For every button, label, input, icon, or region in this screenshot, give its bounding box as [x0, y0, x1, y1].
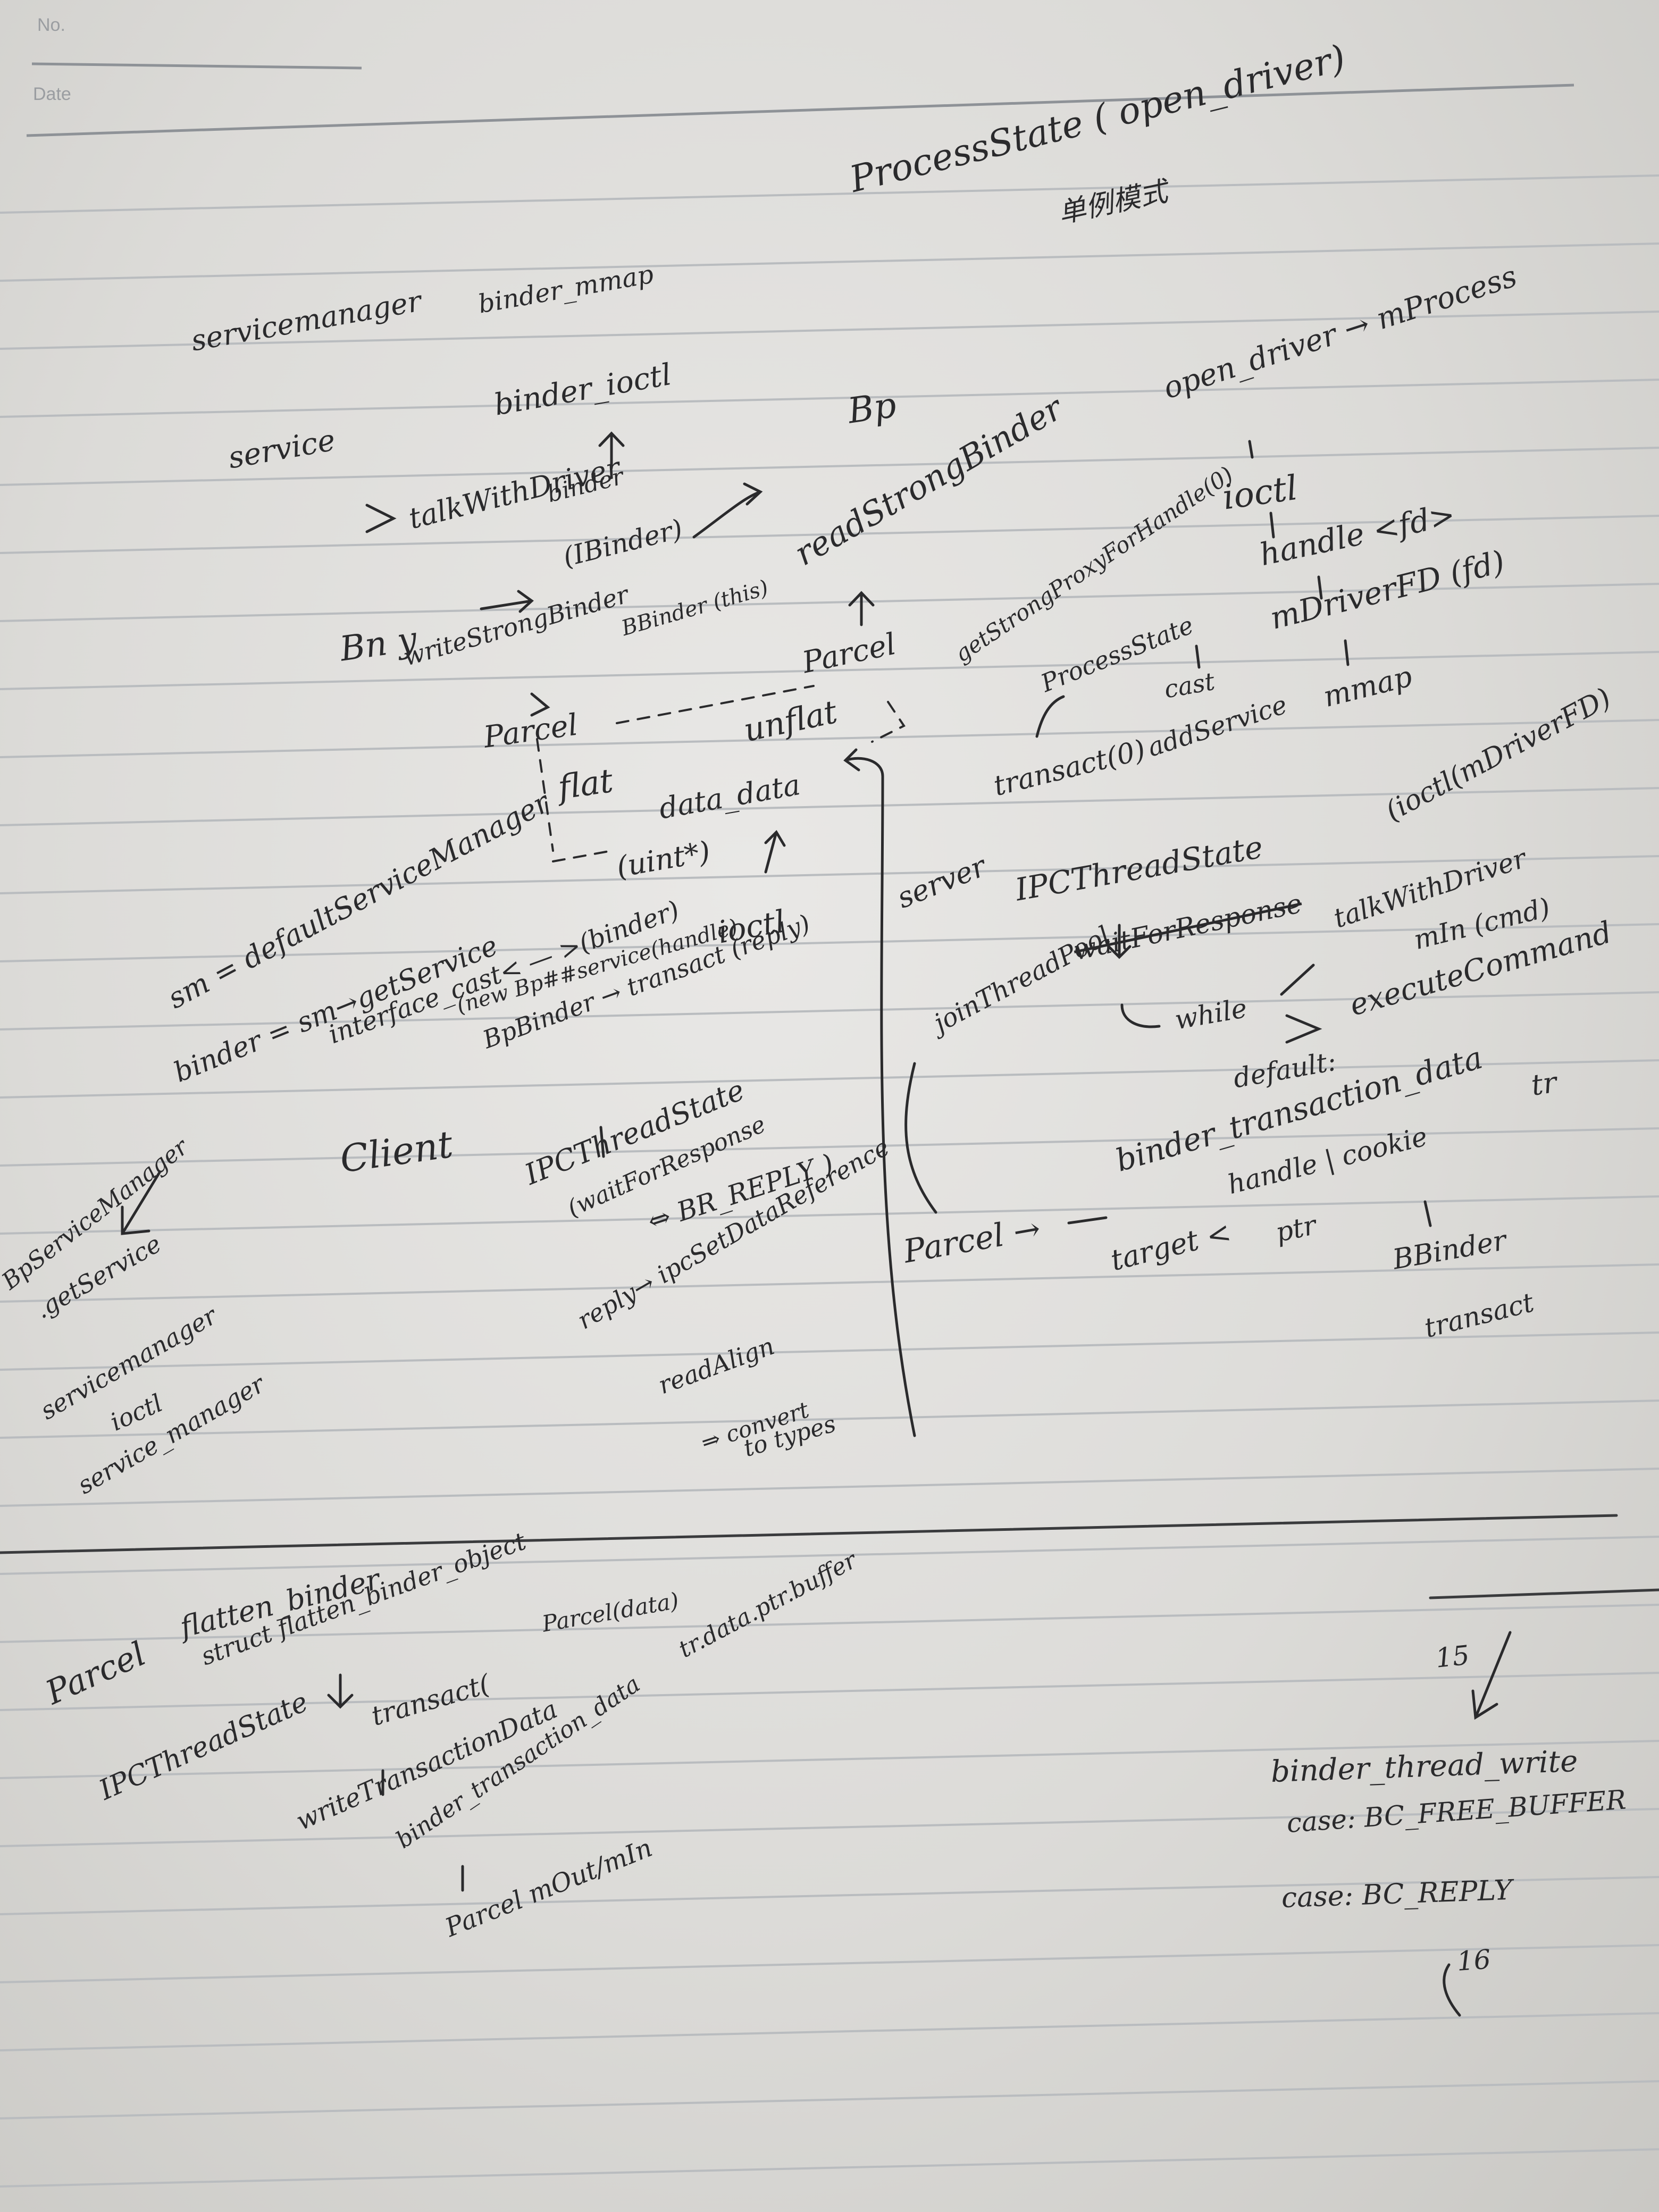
ruled-line: [0, 379, 1659, 418]
arrow-talk-up: [1280, 963, 1315, 996]
ruled-line: [0, 174, 1659, 214]
ruled-line: [0, 2080, 1659, 2119]
ruled-line: [0, 1944, 1659, 1983]
ruled-line: [0, 1604, 1659, 1643]
note-sixteen: 16: [1455, 1943, 1492, 1977]
dash-data: [552, 850, 613, 862]
arrow-down-handle: [1269, 512, 1275, 539]
ruled-line: [0, 719, 1659, 758]
arrow-server-curve: [904, 1062, 937, 1214]
arrow-process: [1035, 695, 1065, 738]
arrow-15: [1471, 1631, 1512, 1720]
arrow-parcel-right: [1067, 1216, 1108, 1225]
arrow-down-1: [327, 1673, 354, 1709]
arrow-ioctl-up: [598, 431, 625, 470]
date-label: Date: [33, 84, 71, 104]
ruled-line: [0, 1263, 1659, 1303]
arrow-down-cast: [1195, 644, 1201, 669]
ruled-line: [0, 855, 1659, 894]
ruled-line: [0, 1195, 1659, 1235]
ruled-line: [0, 1127, 1659, 1167]
arrow-unflat-curve: [843, 748, 916, 1437]
arrow-down-mdriver: [1317, 575, 1323, 600]
ruled-line: [0, 2012, 1659, 2051]
ruled-line: [0, 991, 1659, 1030]
arrow-left-down: [121, 1171, 161, 1235]
ruled-line: [0, 447, 1659, 486]
note-bp-top: Bp: [845, 384, 899, 432]
no-label: No.: [37, 15, 65, 35]
ruled-line: [0, 651, 1659, 690]
ruled-line: [0, 787, 1659, 826]
ruled-line: [0, 1672, 1659, 1711]
note-tr: tr: [1529, 1065, 1559, 1102]
arrow-uint-up: [764, 830, 786, 874]
ruled-line: [0, 311, 1659, 350]
note-flat: flat: [555, 760, 616, 807]
arrow-down-mmap: [1344, 639, 1350, 666]
right-divider: [1429, 1588, 1659, 1599]
arrow-16: [1443, 1963, 1461, 2017]
ruled-line: [0, 1808, 1659, 1847]
arrow-ibinder-curve: [692, 482, 763, 539]
dash-parcel-line: [616, 685, 815, 724]
ruled-line: [0, 1331, 1659, 1371]
arrow-down-ipc: [1107, 924, 1132, 959]
arrow-cookie-down: [1423, 1200, 1432, 1227]
ruled-line: [0, 1059, 1659, 1099]
ruled-line: [0, 1876, 1659, 1915]
section-divider: [0, 1514, 1618, 1554]
ruled-line: [0, 2148, 1659, 2188]
ruled-line: [0, 1400, 1659, 1439]
ruled-line: [0, 1740, 1659, 1779]
ruled-line: [0, 1468, 1659, 1507]
arrow-exec: [1285, 1014, 1322, 1044]
arrow-ioctl-right: [1248, 440, 1254, 459]
dash-flat-down: [536, 738, 554, 852]
ruled-line: [0, 923, 1659, 962]
arrow-bn-write: [480, 590, 534, 613]
note-fifteen: 15: [1434, 1639, 1471, 1674]
ruled-line: [0, 1536, 1659, 1575]
arrow-to-talk: [365, 504, 397, 533]
ruled-line: [0, 515, 1659, 554]
arrow-down-ipc2: [599, 1126, 605, 1158]
dash-unflat: [871, 701, 906, 743]
ruled-line: [0, 242, 1659, 282]
ruled-line: [0, 583, 1659, 622]
arrow-down-parcel: [530, 692, 550, 717]
arrow-read-up: [848, 591, 875, 626]
arrow-while: [1120, 1003, 1161, 1028]
